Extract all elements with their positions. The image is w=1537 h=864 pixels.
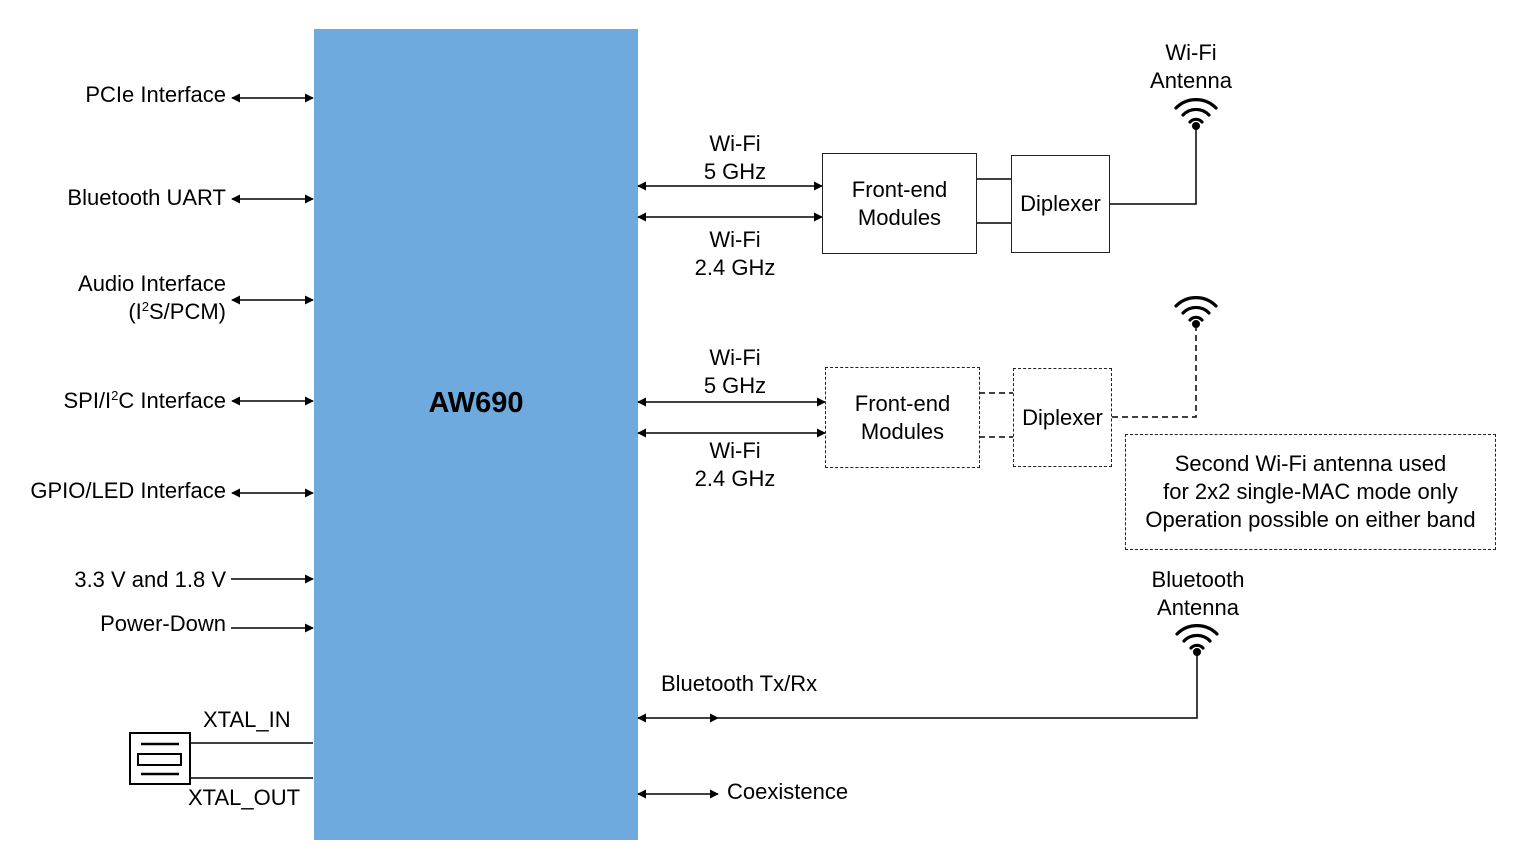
bluetooth-txrx-label: Bluetooth Tx/Rx: [661, 671, 818, 696]
wifi-antenna-icon: [1174, 98, 1218, 130]
wifi-24g-label-2: Wi-Fi 2.4 GHz: [675, 437, 795, 493]
wifi-5g-label-2-line2: 5 GHz: [703, 373, 767, 398]
wifi-24g-label-1: Wi-Fi 2.4 GHz: [675, 226, 795, 282]
bluetooth-uart-label: Bluetooth UART: [67, 185, 226, 210]
diplexer-box-2: Diplexer: [1013, 368, 1112, 467]
second-wifi-antenna-icon: [1174, 296, 1218, 328]
spi-i2c-interface-label: SPI/I2C Interface: [63, 387, 226, 415]
crystal-icon: [129, 732, 191, 785]
note-line1: Second Wi-Fi antenna used: [1174, 451, 1447, 476]
spi-label-post: C Interface: [118, 388, 226, 413]
fem-2-line2: Modules: [860, 418, 945, 444]
fem-1-line1: Front-end: [851, 176, 948, 202]
coexistence-label: Coexistence: [727, 779, 849, 804]
wifi-5g-label-2-line1: Wi-Fi: [709, 345, 761, 370]
bluetooth-antenna-icon: [1175, 624, 1219, 656]
xtal-in-label: XTAL_IN: [203, 707, 291, 732]
power-down-label: Power-Down: [100, 611, 226, 636]
spi-label-pre: SPI/I: [63, 388, 112, 413]
wifi-24g-label-2-line2: 2.4 GHz: [694, 466, 776, 491]
front-end-modules-box-2: Front-end Modules: [825, 367, 980, 468]
audio-interface-label: Audio Interface (I2S/PCM): [78, 270, 226, 326]
wifi-24g-label-2-line1: Wi-Fi: [709, 438, 761, 463]
fem-2-line1: Front-end: [854, 390, 951, 416]
diplexer-2-label: Diplexer: [1022, 404, 1103, 430]
chip-name: AW690: [428, 387, 524, 419]
gpio-led-interface-label: GPIO/LED Interface: [30, 478, 226, 503]
audio-interface-line2: (I2S/PCM): [78, 298, 226, 326]
wifi-5g-label-1-line1: Wi-Fi: [709, 131, 761, 156]
diplexer-antenna-line-1: [1109, 126, 1197, 205]
audio-interface-line1: Audio Interface: [78, 271, 226, 296]
wifi-antenna-label: Wi-Fi Antenna: [1136, 39, 1246, 95]
bluetooth-antenna-label-line1: Bluetooth: [1151, 567, 1245, 592]
wifi-24g-label-1-line2: 2.4 GHz: [694, 255, 776, 280]
audio-label-sup: 2: [141, 299, 149, 314]
diplexer-1-label: Diplexer: [1020, 191, 1101, 216]
audio-label-post: S/PCM): [149, 299, 226, 324]
second-antenna-note-box: Second Wi-Fi antenna used for 2x2 single…: [1125, 434, 1496, 550]
xtal-out-label: XTAL_OUT: [188, 785, 301, 810]
spi-label-sup: 2: [111, 388, 119, 403]
wifi-antenna-label-line2: Antenna: [1150, 68, 1232, 93]
power-supply-label: 3.3 V and 1.8 V: [74, 567, 226, 592]
bluetooth-antenna-label-line2: Antenna: [1157, 595, 1239, 620]
bluetooth-antenna-label: Bluetooth Antenna: [1136, 566, 1260, 622]
wifi-antenna-label-line1: Wi-Fi: [1165, 40, 1217, 65]
wifi-5g-label-1: Wi-Fi 5 GHz: [675, 130, 795, 186]
bt-antenna-line: [718, 652, 1198, 719]
diplexer-antenna-line-2: [1112, 324, 1197, 418]
note-line3: Operation possible on either band: [1145, 507, 1476, 532]
note-line2: for 2x2 single-MAC mode only: [1163, 479, 1458, 504]
diplexer-box-1: Diplexer: [1011, 155, 1110, 253]
fem-1-line2: Modules: [857, 204, 942, 230]
wifi-5g-label-2: Wi-Fi 5 GHz: [675, 344, 795, 400]
audio-label-pre: (I: [128, 299, 142, 324]
pcie-interface-label: PCIe Interface: [85, 82, 226, 107]
wifi-24g-label-1-line1: Wi-Fi: [709, 227, 761, 252]
front-end-modules-box-1: Front-end Modules: [822, 153, 977, 254]
aw690-chip-block: [314, 29, 638, 840]
wifi-5g-label-1-line2: 5 GHz: [703, 159, 767, 184]
